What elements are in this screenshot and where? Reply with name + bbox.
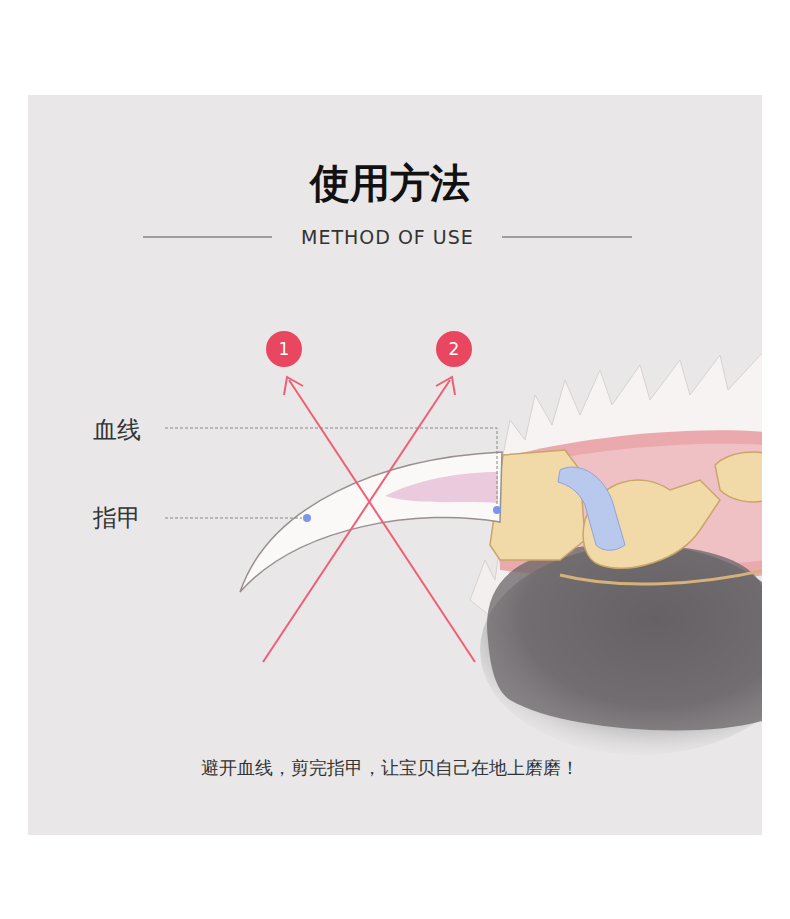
tendon: [560, 570, 762, 584]
arrowhead: [436, 377, 455, 395]
leader-line: [165, 518, 302, 519]
toe-bone: [715, 452, 762, 502]
ligament: [558, 467, 625, 550]
arrowhead: [284, 377, 303, 395]
rule-line: [143, 237, 272, 238]
claw: [240, 452, 502, 592]
toe-pad: [480, 545, 762, 755]
callout-circle: 1: [266, 331, 302, 367]
heading: 使用方法: [310, 156, 470, 211]
leader-line: [165, 428, 497, 505]
subheading: METHOD OF USE: [301, 226, 474, 248]
cut-arrow: [263, 380, 450, 662]
part-label: 血线: [93, 414, 141, 446]
callout-number: 2: [449, 341, 460, 358]
part-label: 指甲: [93, 502, 141, 534]
callout-number: 1: [279, 341, 290, 358]
caption: 避开血线，剪完指甲，让宝贝自己在地上磨磨！: [201, 756, 579, 780]
marker-dot: [493, 506, 501, 514]
marker-dot: [303, 514, 311, 522]
quick: [385, 472, 498, 503]
rule-line: [502, 237, 632, 238]
cut-arrow: [289, 380, 475, 662]
callout-circle: 2: [436, 331, 472, 367]
toe-pad: [487, 544, 762, 730]
